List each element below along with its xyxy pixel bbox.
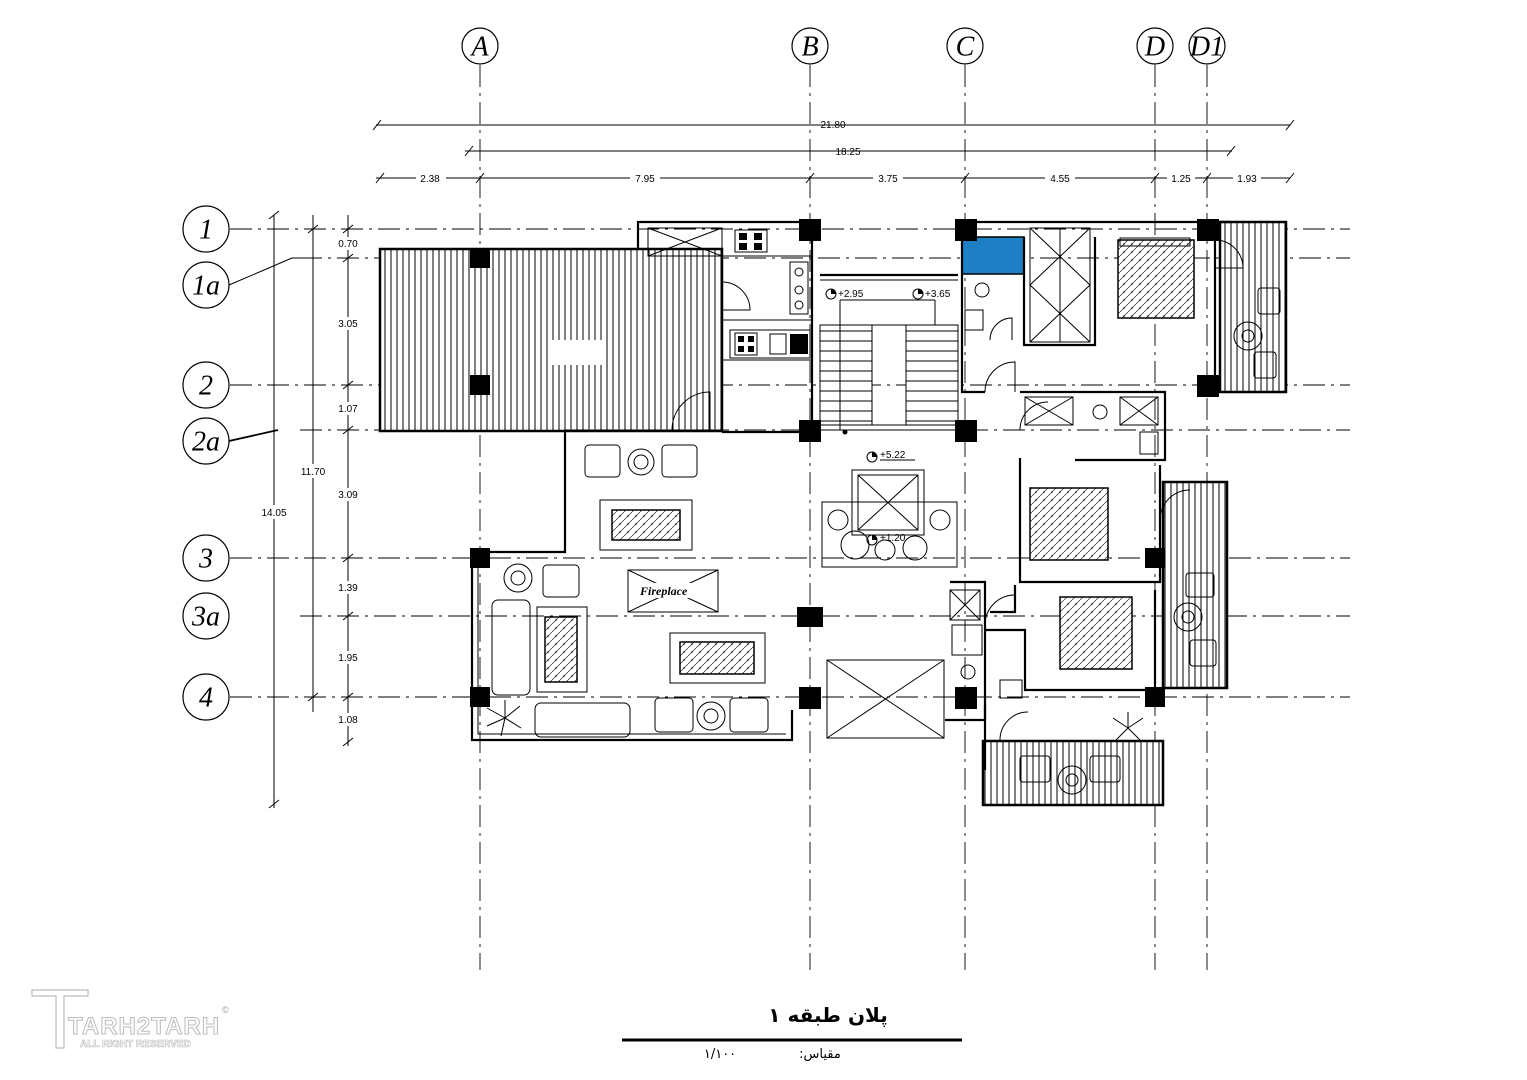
svg-text:1.39: 1.39	[338, 583, 358, 594]
svg-text:3a: 3a	[191, 602, 220, 633]
axis-marker-D: D	[1136, 27, 1174, 65]
title-block: پلان طبقه ۱ مقیاس: ۱/۱۰۰	[622, 1003, 962, 1062]
svg-text:3.05: 3.05	[338, 319, 358, 330]
level-marker: +1.20	[866, 533, 906, 546]
fireplace	[627, 569, 719, 613]
bathtub	[961, 236, 1025, 275]
armchair	[584, 444, 621, 478]
scale-label: مقیاس:	[799, 1047, 841, 1062]
svg-text:+2.95: +2.95	[838, 289, 864, 300]
level-marker: +3.65	[912, 288, 951, 300]
terrace-south	[981, 739, 1165, 807]
fireplace-label: Fireplace	[639, 584, 688, 598]
bed	[1059, 596, 1133, 670]
coffee-table	[611, 509, 681, 541]
walls	[470, 220, 1244, 770]
planter-plants	[827, 509, 951, 561]
sofa	[491, 599, 531, 696]
svg-text:C: C	[956, 32, 975, 63]
rug	[599, 499, 693, 551]
axis-marker-1a: 1a	[182, 257, 310, 309]
terrace-northeast	[1218, 220, 1288, 394]
terrace-east	[1161, 480, 1229, 690]
axis-marker-D1: D1	[1188, 27, 1226, 65]
axis-marker-A: A	[461, 27, 499, 65]
level-markers: +2.95 +3.65 +5.22 +1.20	[825, 288, 951, 546]
svg-text:2: 2	[199, 371, 213, 402]
axis-marker-C: C	[946, 27, 984, 65]
structural-columns	[470, 219, 1219, 709]
axis-marker-2: 2	[182, 361, 230, 409]
armchair	[661, 444, 698, 478]
svg-text:0.70: 0.70	[338, 239, 358, 250]
level-marker: +2.95	[825, 288, 864, 300]
svg-text:7.95: 7.95	[635, 174, 655, 185]
logo-tagline: ALL RIGHT RESERVED	[80, 1039, 191, 1050]
dim-axis-depth: 11.70	[301, 467, 326, 478]
axis-marker-1: 1	[182, 205, 230, 253]
column-axis-markers: A B C D D1	[461, 27, 1226, 65]
furniture: Fireplace	[486, 237, 1281, 795]
terraces	[378, 220, 1288, 807]
svg-text:1a: 1a	[192, 271, 220, 302]
svg-text:4.55: 4.55	[1050, 174, 1070, 185]
svg-text:D1: D1	[1189, 32, 1224, 63]
brand-logo: TARH2TARH ALL RIGHT RESERVED ©	[31, 989, 229, 1050]
axis-marker-4: 4	[182, 673, 230, 721]
svg-text:4: 4	[199, 683, 213, 714]
coffee-table	[679, 641, 755, 675]
svg-text:3: 3	[198, 544, 213, 575]
svg-text:1.08: 1.08	[338, 715, 358, 726]
svg-text:1.95: 1.95	[338, 653, 358, 664]
axis-marker-B: B	[791, 27, 829, 65]
svg-text:D: D	[1144, 32, 1165, 63]
copyright-mark: ©	[222, 1005, 229, 1015]
axis-marker-3a: 3a	[182, 592, 230, 640]
plant	[486, 700, 522, 737]
scale-value: ۱/۱۰۰	[704, 1047, 736, 1062]
coffee-table	[544, 616, 578, 683]
side-table	[503, 563, 533, 593]
level-marker: +5.22	[866, 450, 915, 463]
plan-title: پلان طبقه ۱	[768, 1003, 887, 1028]
armchair	[542, 564, 580, 598]
svg-text:+5.22: +5.22	[880, 450, 906, 461]
row-axis-markers: 1 1a 2 2a 3 3a 4	[182, 205, 310, 721]
axis-marker-2a: 2a	[182, 417, 279, 465]
armchair	[654, 697, 694, 733]
svg-text:3.75: 3.75	[878, 174, 898, 185]
svg-text:+3.65: +3.65	[925, 289, 951, 300]
svg-text:1: 1	[199, 215, 213, 246]
svg-text:2.38: 2.38	[420, 174, 440, 185]
svg-text:1.93: 1.93	[1237, 174, 1257, 185]
rug	[669, 632, 766, 684]
bed	[1117, 239, 1195, 319]
armchair	[729, 697, 769, 733]
side-table	[696, 701, 726, 731]
side-table	[627, 448, 655, 476]
dim-overall-depth: 14.05	[261, 508, 286, 519]
rug	[536, 606, 588, 693]
svg-text:3.09: 3.09	[338, 490, 358, 501]
vertical-dimensions: 14.05 11.70 0.70 3.05 1.07 3.09 1.39 1.9…	[258, 210, 362, 809]
svg-text:1.25: 1.25	[1171, 174, 1191, 185]
svg-text:+1.20: +1.20	[880, 533, 906, 544]
dim-overall-width: 21.80	[820, 120, 845, 131]
horizontal-dimensions: 21.80 18.25 2.38 7.95 3.75 4.55 1.25 1.9…	[372, 119, 1295, 185]
svg-text:B: B	[801, 32, 818, 63]
svg-text:2a: 2a	[192, 427, 220, 458]
svg-text:A: A	[469, 32, 489, 63]
dim-axis-width: 18.25	[835, 147, 860, 158]
axis-marker-3: 3	[182, 534, 230, 582]
sofa	[534, 702, 631, 738]
svg-text:1.07: 1.07	[338, 404, 358, 415]
bed	[1029, 487, 1109, 561]
logo-brand: TARH2TARH	[68, 1013, 220, 1040]
